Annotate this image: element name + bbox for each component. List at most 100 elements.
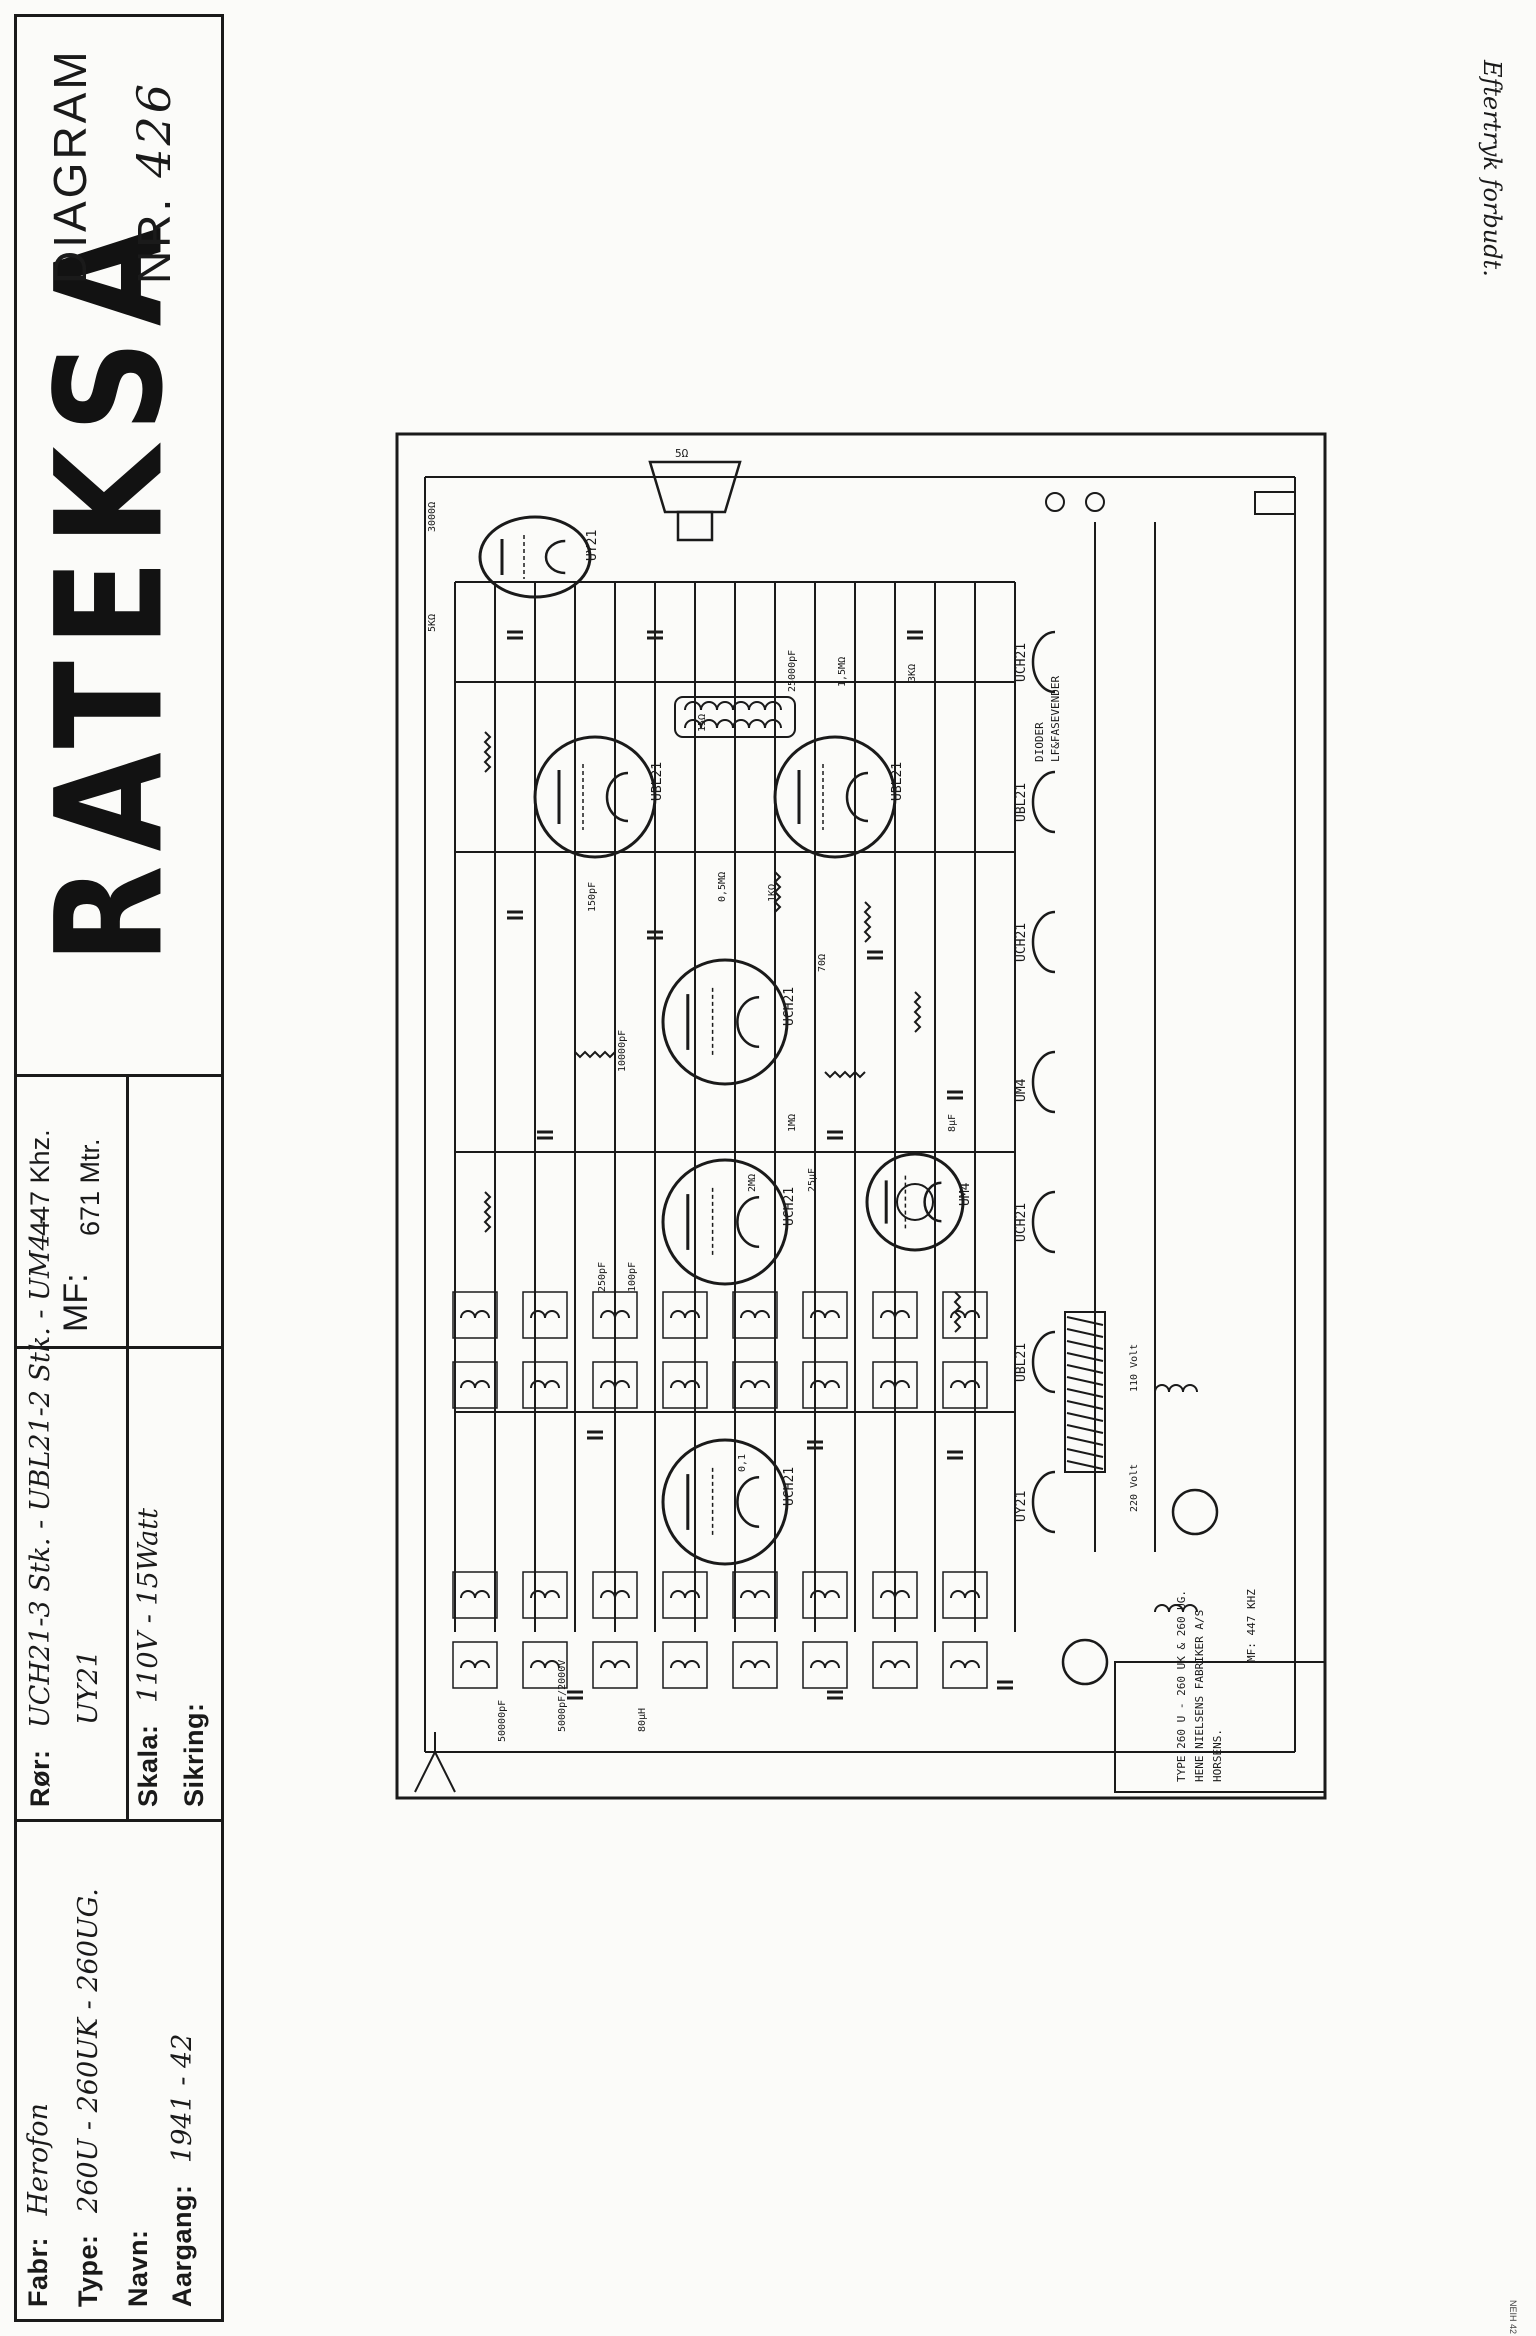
tube-cathode <box>605 771 629 823</box>
band-coil <box>950 1660 980 1669</box>
component-value: 3KΩ <box>907 664 918 682</box>
aargang-value: 1941 - 42 <box>167 2033 198 2163</box>
antenna-choke <box>1064 1311 1106 1473</box>
hatch <box>1066 1460 1104 1470</box>
component-value: 2MΩ <box>747 1174 758 1192</box>
coil-box <box>592 1361 638 1409</box>
coil-box <box>592 1291 638 1339</box>
transformer-winding <box>684 701 782 711</box>
speaker-magnet <box>676 510 714 542</box>
navn-label: Navn: <box>123 2229 153 2307</box>
fabr-value: Herofon <box>23 2103 54 2216</box>
coil-box <box>732 1361 778 1409</box>
resistor <box>773 871 782 913</box>
coil-box <box>592 1641 638 1689</box>
heater-chain-label: UCH21 <box>1014 643 1029 682</box>
component-value: 5000pF/2000V <box>557 1660 568 1732</box>
component-value: 25000pF <box>787 650 798 692</box>
fabr-row: Fabr: Herofon <box>23 2103 54 2307</box>
speaker-cone <box>648 460 742 514</box>
band-coil <box>600 1660 630 1669</box>
skala-value: 110V - 15Watt <box>133 1508 164 1703</box>
band-coil <box>600 1380 630 1389</box>
coil-box <box>662 1361 708 1409</box>
sikring-row: Sikring: <box>179 1688 210 1807</box>
tuning-indicator <box>1061 1638 1109 1686</box>
heater-chain-label: UBL21 <box>1014 1343 1029 1382</box>
band-coil <box>460 1590 490 1599</box>
component-value: 1KΩ <box>767 884 778 902</box>
band-coil <box>460 1660 490 1669</box>
footer-line-2: HENE NIELSENS FABRIKER A/S <box>1193 1610 1206 1782</box>
nr-label: NR. <box>128 195 180 284</box>
band-coil <box>460 1310 490 1319</box>
type-label: Type: <box>73 2234 103 2307</box>
heater-filament <box>1031 1330 1056 1394</box>
roer-value-line2: UY21 <box>73 1650 104 1725</box>
type-row: Type: 260U - 260UK - 260UG. <box>73 1888 104 2307</box>
band-coil <box>530 1380 560 1389</box>
band-coil <box>810 1590 840 1599</box>
coil-box <box>732 1641 778 1689</box>
mf-extra: 671 Mtr. <box>75 1138 105 1236</box>
tube-label: UCH21 <box>782 1467 797 1506</box>
component-value: 5KΩ <box>427 614 438 632</box>
band-coil <box>880 1380 910 1389</box>
band-coil <box>810 1310 840 1319</box>
coil-box <box>802 1291 848 1339</box>
tube-envelope <box>661 1158 789 1286</box>
resistor <box>574 1050 616 1059</box>
band-coil <box>530 1310 560 1319</box>
resistor <box>824 1070 866 1079</box>
resistor <box>483 731 492 773</box>
tube-envelope <box>661 958 789 1086</box>
component-value: 150pF <box>587 882 598 912</box>
pilot-lamp <box>1045 492 1065 512</box>
band-coil <box>950 1590 980 1599</box>
footer-plate <box>1114 1661 1326 1793</box>
coil-box <box>452 1571 498 1619</box>
hatch <box>1066 1424 1104 1434</box>
tube-envelope <box>661 1438 789 1566</box>
corner-mark: NEIH 42 <box>1508 2300 1518 2335</box>
coil-box <box>662 1291 708 1339</box>
heater-filament <box>1031 1050 1056 1114</box>
hatch <box>1066 1352 1104 1362</box>
heater-chain-label: UBL21 <box>1014 783 1029 822</box>
coil-box <box>662 1571 708 1619</box>
band-coil <box>740 1380 770 1389</box>
coil-box <box>802 1361 848 1409</box>
fan-coil <box>1154 1384 1198 1393</box>
hatch <box>1066 1412 1104 1422</box>
tube-cathode <box>544 539 566 575</box>
tube-label: UM4 <box>958 1182 973 1206</box>
output-transformer <box>674 696 796 738</box>
coil-box <box>732 1571 778 1619</box>
schematic-wires <box>414 476 1296 1793</box>
nr-value: 426 <box>127 80 181 178</box>
voltage-label: 220 Volt <box>1129 1464 1140 1512</box>
coil-box <box>802 1641 848 1689</box>
tube-4 <box>661 958 789 1086</box>
tube-cathode <box>736 1195 760 1249</box>
skala-label: Skala: <box>133 1724 163 1807</box>
hatch <box>1066 1340 1104 1350</box>
component-value: 1,5MΩ <box>837 657 848 687</box>
tube-6 <box>865 1152 965 1252</box>
band-coil <box>740 1310 770 1319</box>
component-value: 70Ω <box>817 954 828 972</box>
hatch <box>1066 1400 1104 1410</box>
coil-box <box>802 1571 848 1619</box>
coil-box <box>452 1361 498 1409</box>
component-value: 15Ω <box>697 714 708 732</box>
tube-cathode <box>736 1475 760 1529</box>
hatch <box>1066 1364 1104 1374</box>
component-value: 0,5MΩ <box>717 872 728 902</box>
footer-line-1: TYPE 260 U - 260 UK & 260 UG. <box>1175 1590 1188 1782</box>
schematic-frame <box>395 432 1327 1800</box>
tube-cathode <box>923 1181 942 1223</box>
coil-box <box>942 1361 988 1409</box>
